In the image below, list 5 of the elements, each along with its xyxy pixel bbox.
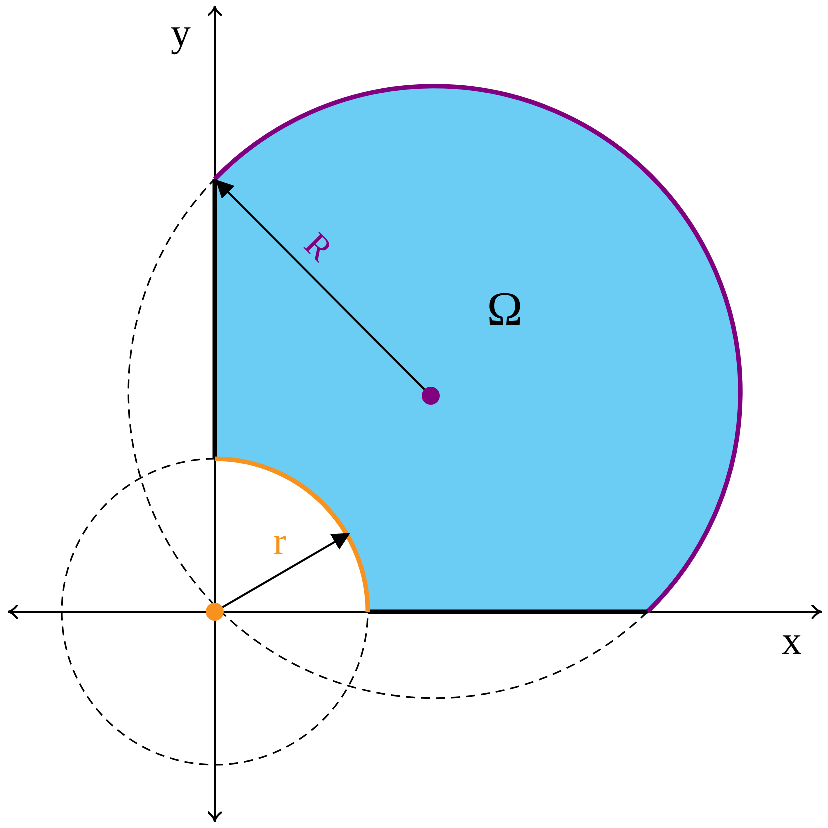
axis-label: y xyxy=(171,13,191,53)
radius-label: R xyxy=(298,228,338,268)
axis-label: x xyxy=(782,621,802,661)
region-label: Ω xyxy=(487,286,523,334)
radius-label: r xyxy=(274,523,286,561)
